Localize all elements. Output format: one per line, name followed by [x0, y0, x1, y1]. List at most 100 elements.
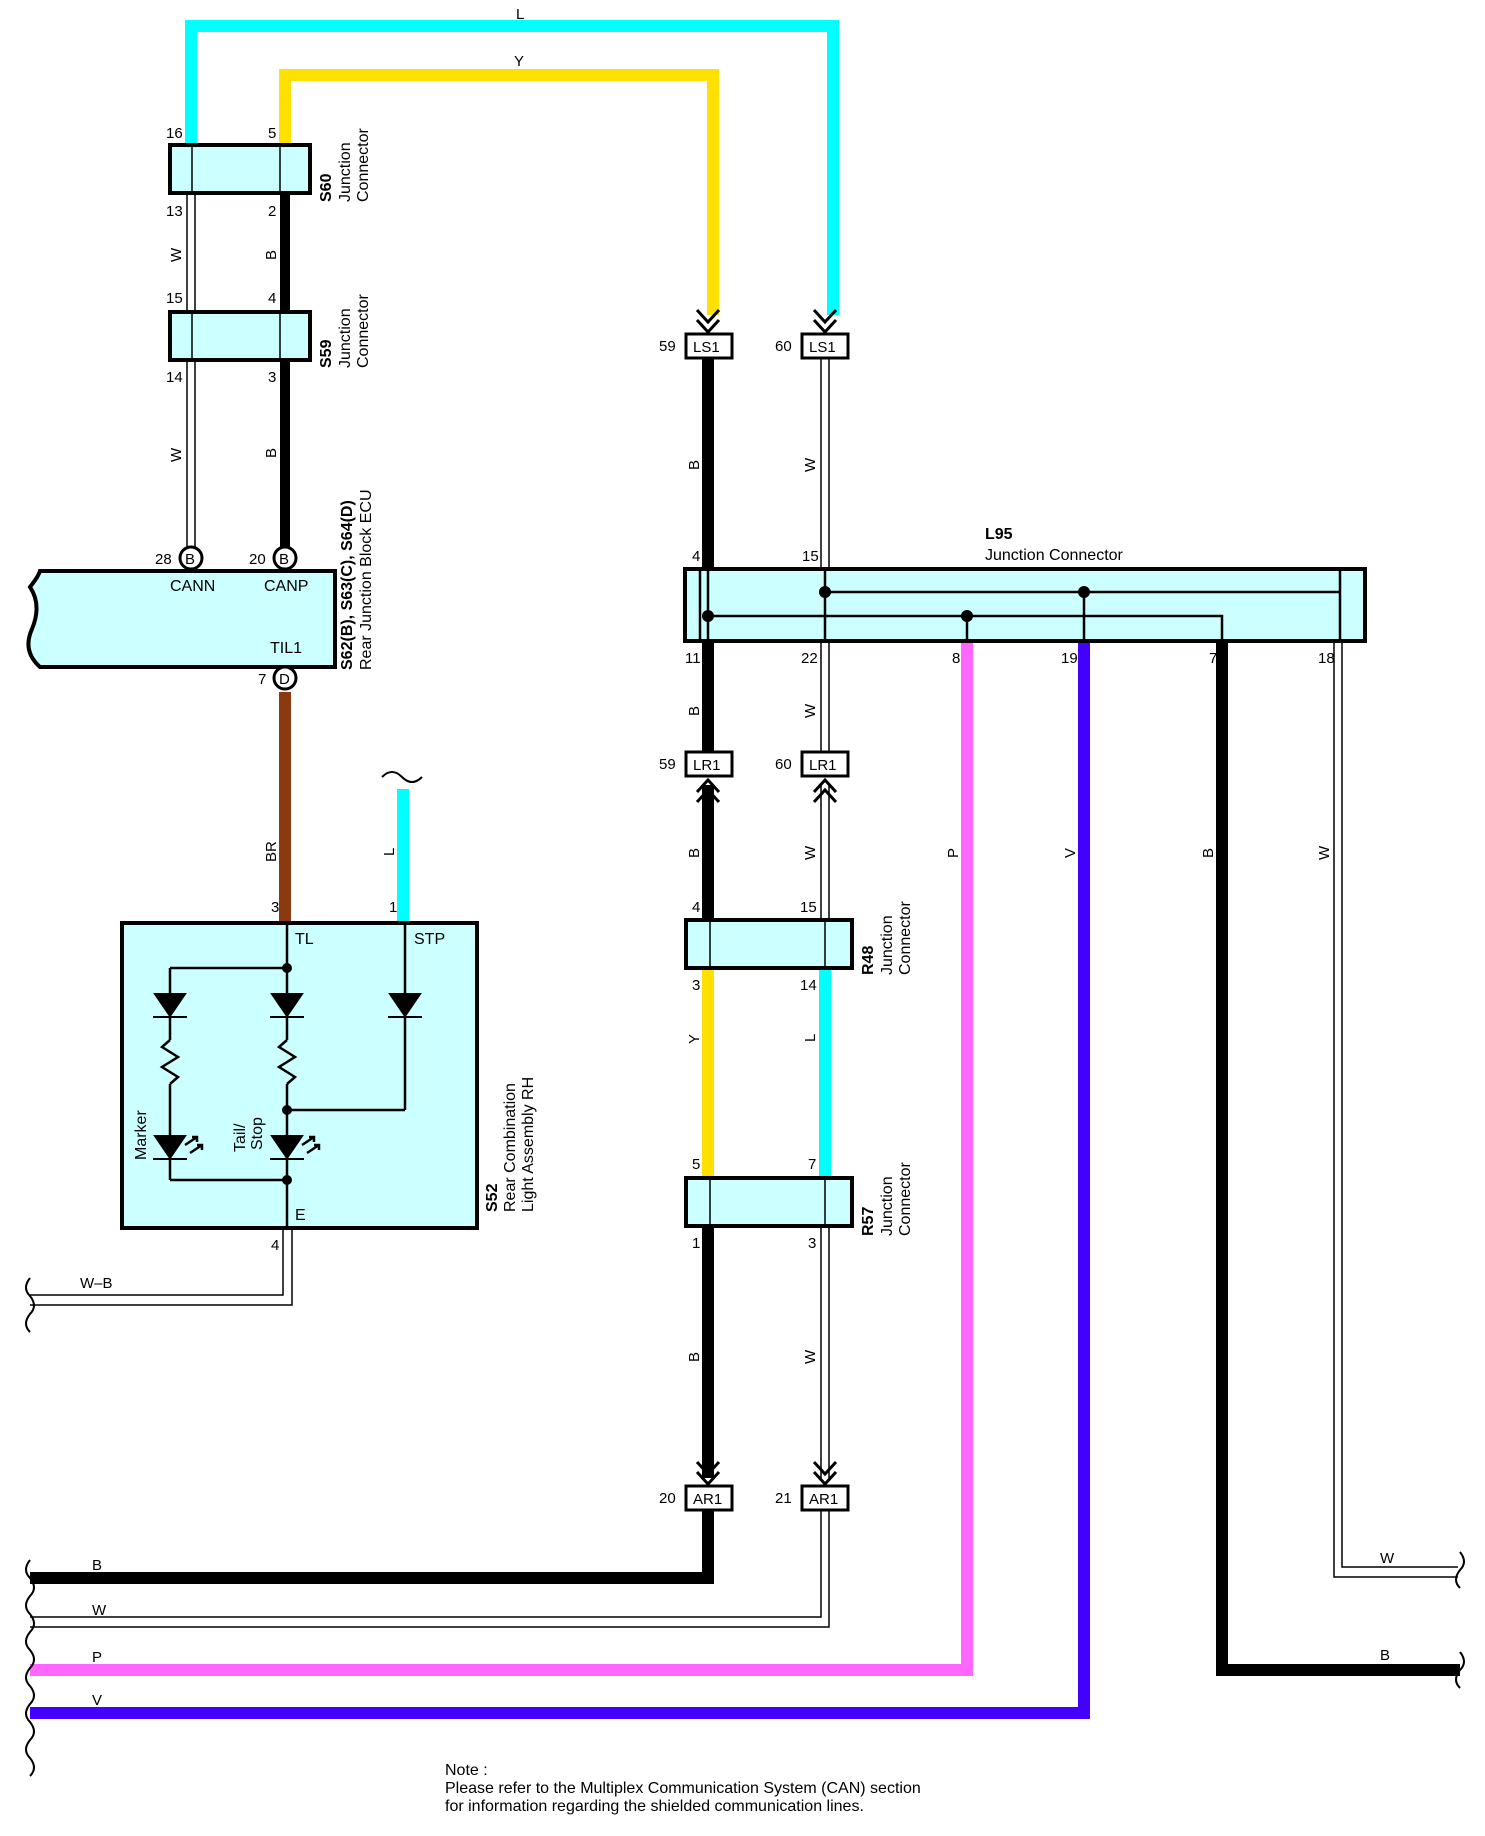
s60-pin-2: 2: [268, 203, 276, 220]
ecu-pin-cann: 28: [155, 551, 172, 568]
s52-label-e: E: [295, 1207, 306, 1224]
label-s60-w: W: [168, 247, 185, 262]
lr1-right-pin: 60: [775, 756, 792, 773]
s52-label-tl: TL: [295, 931, 314, 948]
r57-id: R57: [860, 1207, 877, 1236]
label-top-y: Y: [514, 53, 524, 70]
l95-id: L95: [985, 526, 1013, 543]
label-right-w: W: [1380, 1550, 1395, 1567]
r48-name2: Connector: [897, 901, 914, 975]
wire-color-labels: L Y W B W B BR L B W B W B W Y L B W P V…: [80, 6, 1395, 1709]
ecu-conn-cann: B: [185, 551, 195, 568]
s59-pin-15: 15: [166, 290, 183, 307]
s59-pin-4: 4: [268, 290, 276, 307]
l95-pin-19: 19: [1061, 650, 1078, 667]
s52-pin-e: 4: [271, 1237, 279, 1254]
label-bus-b: B: [92, 1557, 102, 1574]
r57-name1: Junction: [879, 1176, 896, 1236]
r48-name1: Junction: [879, 915, 896, 975]
r48-pin-4: 4: [692, 899, 700, 916]
ecu-label-til1: TIL1: [270, 640, 302, 657]
s52-marker-label: Marker: [133, 1110, 150, 1160]
r57-pin-3: 3: [808, 1235, 816, 1252]
label-l95-w: W: [802, 703, 819, 718]
ar1-connectors: AR1 20 AR1 21: [659, 1460, 850, 1512]
wire-v: [30, 640, 1090, 1719]
label-r48-y: Y: [686, 1034, 703, 1044]
s60-id: S60: [318, 173, 335, 202]
label-ls1-w: W: [802, 457, 819, 472]
ls1-connectors: LS1 59 LS1 60: [659, 308, 850, 360]
s52-id: S52: [484, 1183, 501, 1212]
s60-connector: 16 5 13 2 S60 Junction Connector: [166, 125, 372, 220]
s52-pin-tl: 3: [271, 899, 279, 916]
s60-pin-16: 16: [166, 125, 183, 142]
label-bus-p: P: [92, 1649, 102, 1666]
wire-w-right: [1333, 640, 1458, 1578]
lr1-left-label: LR1: [693, 757, 721, 774]
wire-w-bus: [30, 1510, 830, 1628]
ecu-pin-til1: 7: [258, 671, 266, 688]
note-text: Note : Please refer to the Multiplex Com…: [445, 1762, 921, 1816]
label-v: V: [1062, 848, 1079, 858]
l95-pin-7: 7: [1209, 650, 1217, 667]
label-bus-w: W: [92, 1602, 107, 1619]
ar1-right-pin: 21: [775, 1490, 792, 1507]
s59-name2: Connector: [355, 294, 372, 368]
s59-id: S59: [318, 339, 335, 368]
label-w18: W: [1316, 845, 1333, 860]
s52-tail-label-2: Stop: [249, 1117, 266, 1150]
ecu-pin-canp: 20: [249, 551, 266, 568]
wire-y-top: [279, 69, 719, 315]
r57-pin-5: 5: [692, 1156, 700, 1173]
label-s59-b: B: [263, 448, 280, 458]
note-line-2: for information regarding the shielded c…: [445, 1798, 864, 1815]
r48-connector: 4 15 3 14 R48 Junction Connector: [684, 899, 914, 994]
r57-connector: 5 7 1 3 R57 Junction Connector: [684, 1156, 914, 1252]
r57-pin-7: 7: [808, 1156, 816, 1173]
l95-pin-4: 4: [692, 548, 700, 565]
s59-name1: Junction: [337, 308, 354, 368]
lr1-right-label: LR1: [809, 757, 837, 774]
s60-pin-13: 13: [166, 203, 183, 220]
s52-rear-combination-light: 3 1 4 TL STP E: [120, 899, 537, 1254]
break-marks: [25, 771, 1465, 1777]
r48-pin-3: 3: [692, 977, 700, 994]
note-heading: Note :: [445, 1762, 488, 1779]
ar1-left-pin: 20: [659, 1490, 676, 1507]
ar1-left-label: AR1: [693, 1491, 722, 1508]
l95-pin-8: 8: [952, 650, 960, 667]
wire-b-bus: [30, 1510, 714, 1584]
label-bus-v: V: [92, 1692, 102, 1709]
label-bus-wb: W–B: [80, 1275, 113, 1292]
ls1-left-pin: 59: [659, 338, 676, 355]
r48-pin-15: 15: [800, 899, 817, 916]
l95-pin-11: 11: [685, 650, 701, 667]
rear-junction-block-ecu: B B D 28 20 7 CANN CANP TIL1 S62(B), S63…: [26, 489, 375, 691]
l95-junction-connector: 4 15 11 22 8 19 7 18 L95 Junction Connec…: [683, 526, 1367, 667]
ecu-id: S62(B), S63(C), S64(D): [339, 500, 356, 670]
s60-name1: Junction: [337, 142, 354, 202]
label-p: P: [945, 848, 962, 858]
l95-name: Junction Connector: [985, 547, 1124, 564]
wires: [30, 20, 1460, 1719]
r48-id: R48: [860, 946, 877, 975]
r57-name2: Connector: [897, 1162, 914, 1236]
r57-pin-1: 1: [692, 1235, 700, 1252]
lr1-connectors: LR1 59 LR1 60: [659, 750, 850, 804]
s52-tail-label-1: Tail/: [232, 1123, 249, 1152]
label-lr1-b: B: [686, 848, 703, 858]
s52-name2: Light Assembly RH: [520, 1077, 537, 1212]
label-l95-b: B: [686, 706, 703, 716]
l95-pin-22: 22: [801, 650, 818, 667]
ls1-left-label: LS1: [693, 339, 720, 356]
wire-wb: [30, 1230, 293, 1306]
ecu-conn-canp: B: [279, 551, 289, 568]
wire-b-right: [1216, 640, 1460, 1676]
wire-w-lr1-r48: [820, 785, 830, 920]
label-r48-l: L: [802, 1034, 819, 1042]
wire-w-l95-lr1: [820, 640, 830, 752]
ar1-right-label: AR1: [809, 1491, 838, 1508]
label-r57-w: W: [802, 1349, 819, 1364]
wire-w-s60-s59: [186, 195, 196, 547]
